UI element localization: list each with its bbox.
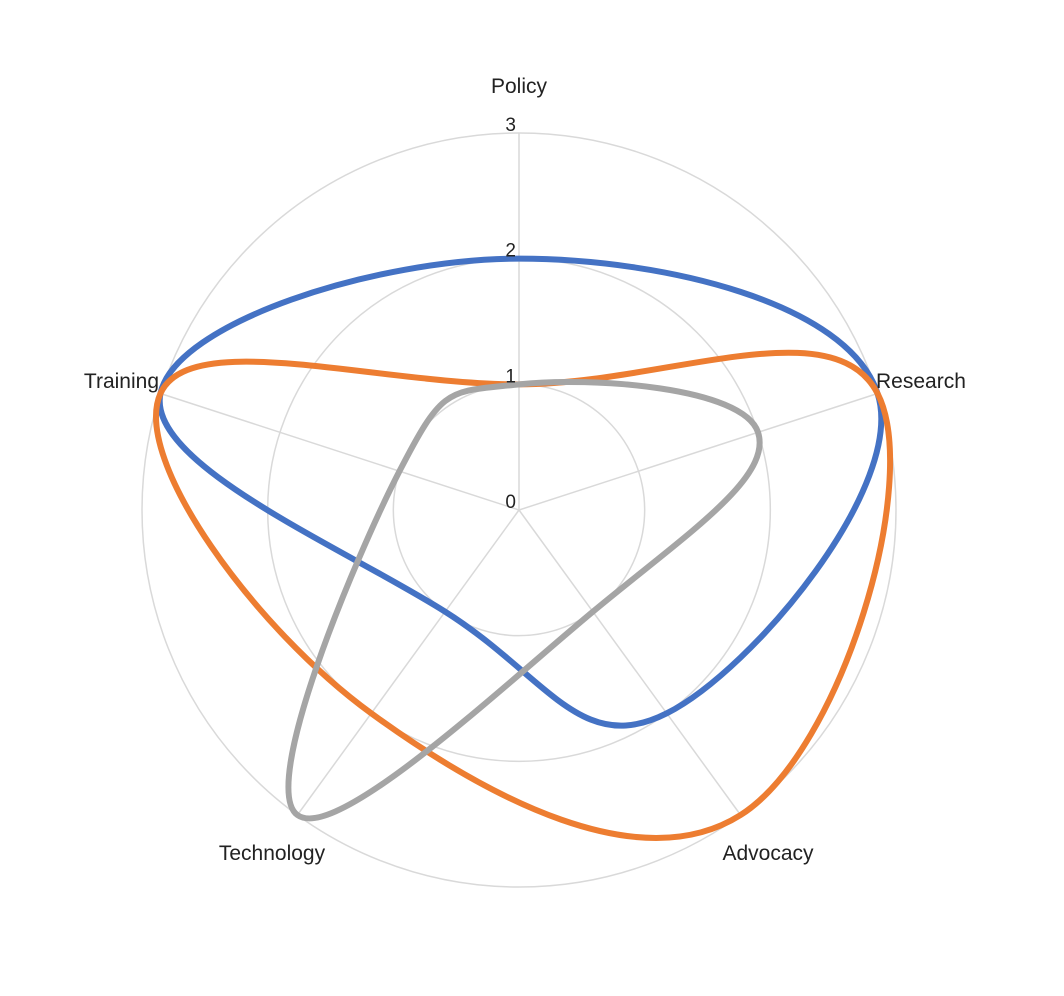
category-label-research: Research [876,370,966,393]
tick-label-0: 0 [505,492,516,513]
tick-label-3: 3 [505,115,516,136]
series-2-line [153,349,893,841]
grid-spoke-research [518,392,878,511]
grid-spoke-technology [296,509,520,816]
grid-spoke-training [160,392,520,511]
category-label-training: Training [84,370,159,393]
category-label-policy: Policy [491,75,548,98]
tick-label-1: 1 [505,366,516,387]
grid-spoke-advocacy [518,509,742,816]
tick-label-2: 2 [505,241,516,262]
series-layer [153,255,893,841]
labels-layer: 0 1 2 3 Policy Research Advocacy Technol… [84,75,966,865]
series-1-line [156,255,885,729]
series-3-line [285,379,763,822]
category-label-advocacy: Advocacy [722,842,814,865]
category-label-technology: Technology [219,842,326,865]
